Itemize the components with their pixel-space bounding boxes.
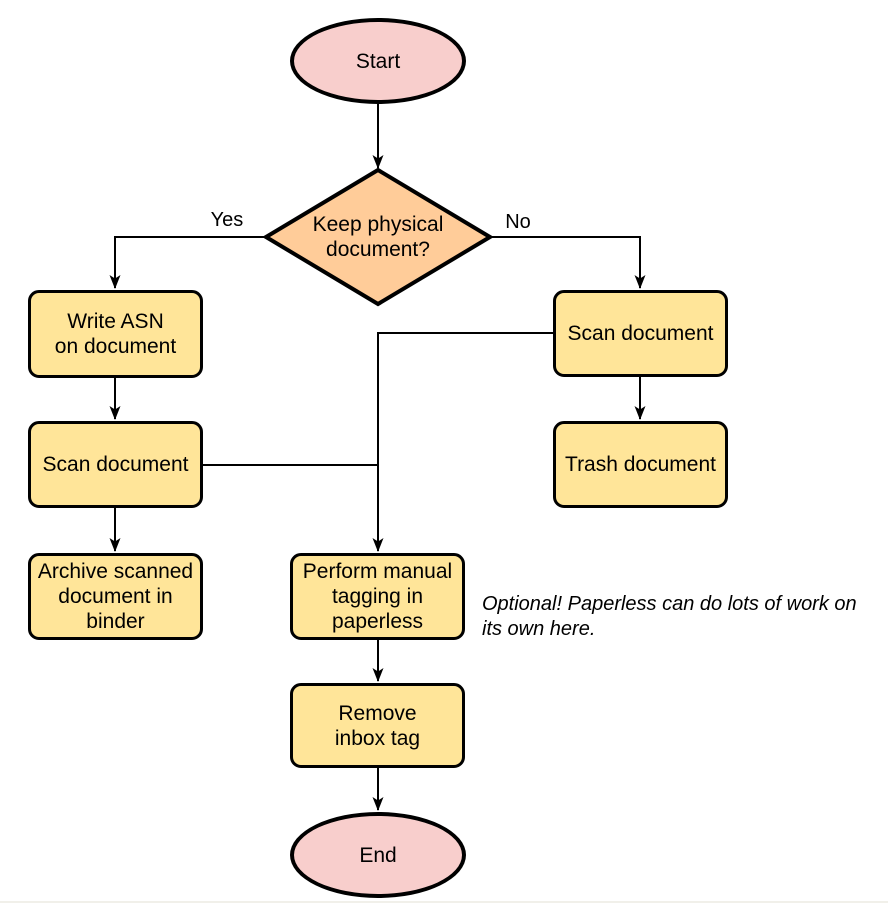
note-optional-paperless: Optional! Paperless can do lots of work … xyxy=(482,592,884,642)
node-perform-tagging: Perform manual tagging in paperless xyxy=(290,553,465,640)
edge-decision-no-to-scan-right xyxy=(490,236,646,289)
node-scan-document-right: Scan document xyxy=(553,290,728,377)
node-scan-document-left-label: Scan document xyxy=(42,453,189,476)
node-decision-label-line1: Keep physical xyxy=(312,213,444,236)
node-perform-tagging-label-line2: tagging in xyxy=(331,585,424,608)
decision-diamond-shape xyxy=(262,167,494,307)
node-scan-document-right-label: Scan document xyxy=(567,322,714,345)
node-archive-scanned-label-line1: Archive scanned xyxy=(37,560,194,583)
node-start: Start xyxy=(290,18,466,104)
edge-label-no: No xyxy=(505,211,531,233)
note-line1: Optional! Paperless can do lots of work … xyxy=(482,593,857,615)
node-decision-label-line2: document? xyxy=(326,238,430,261)
node-decision-label: Keep physical document? xyxy=(288,211,468,263)
node-perform-tagging-label-line3: paperless xyxy=(331,610,424,633)
node-remove-inbox-tag-label-line1: Remove xyxy=(338,701,417,725)
node-remove-inbox-tag: Remove inbox tag xyxy=(290,683,465,768)
edge-label-yes: Yes xyxy=(210,209,244,231)
node-trash-document-label: Trash document xyxy=(565,453,716,476)
node-archive-scanned-label-line3: binder xyxy=(86,610,145,633)
node-remove-inbox-tag-label-line2: inbox tag xyxy=(334,726,421,750)
node-archive-scanned-label-line2: document in xyxy=(58,585,173,608)
node-write-asn-label-line2: on document xyxy=(54,335,177,358)
edge-decision-yes-to-write-asn xyxy=(109,236,266,289)
node-write-asn: Write ASN on document xyxy=(28,290,203,378)
node-end-label: End xyxy=(359,843,397,867)
node-end: End xyxy=(290,812,466,898)
note-line2: its own here. xyxy=(482,618,596,640)
node-write-asn-label-line1: Write ASN xyxy=(67,310,164,333)
node-archive-scanned: Archive scanned document in binder xyxy=(28,553,203,640)
node-start-label: Start xyxy=(355,49,401,73)
edge-scan-right-to-perform-tagging xyxy=(372,332,553,552)
node-trash-document: Trash document xyxy=(553,421,728,508)
node-perform-tagging-label-line1: Perform manual xyxy=(302,560,453,583)
node-scan-document-left: Scan document xyxy=(28,421,203,508)
bottom-rule xyxy=(0,901,888,903)
